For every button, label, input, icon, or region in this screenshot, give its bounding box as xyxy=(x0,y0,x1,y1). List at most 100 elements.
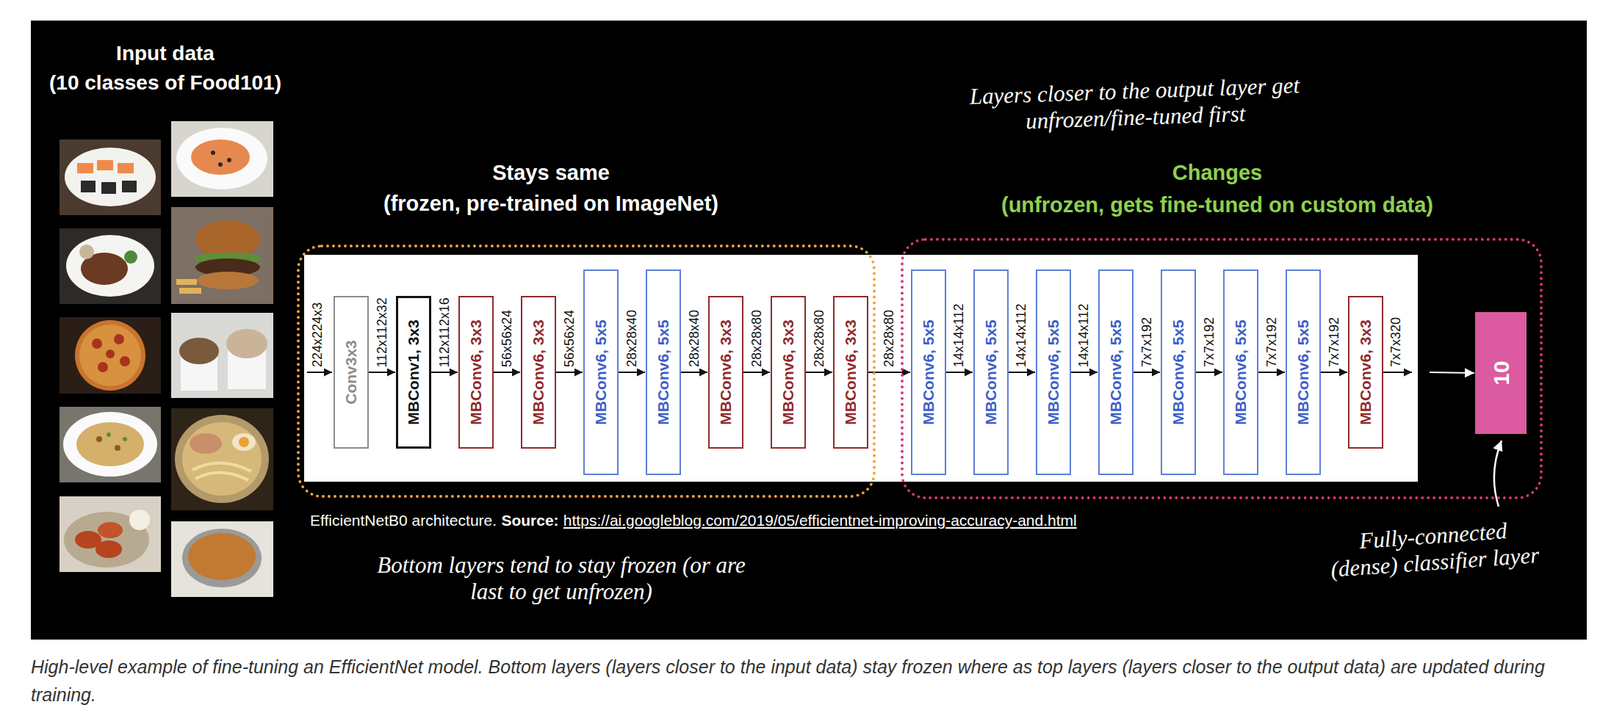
illustration-shape xyxy=(174,415,269,504)
layer-label: MBConv6, 5x5 xyxy=(919,319,937,426)
dimension-label: 112x112x16 xyxy=(437,297,453,368)
connector xyxy=(1133,372,1160,374)
layer-box: MBConv6, 5x5 xyxy=(910,269,947,476)
illustration-shape xyxy=(113,334,125,345)
illustration-shape xyxy=(59,406,161,483)
illustration-shape xyxy=(119,356,131,367)
food-photo xyxy=(171,121,274,197)
illustration-shape xyxy=(76,422,144,467)
heading: (10 classes of Food101) xyxy=(18,70,313,96)
illustration-shape xyxy=(196,271,259,290)
connector xyxy=(1258,372,1285,374)
layer-label: MBConv6, 3x3 xyxy=(841,319,859,426)
illustration-shape xyxy=(59,496,161,573)
illustration-shape xyxy=(91,338,103,349)
illustration-shape xyxy=(179,287,202,294)
dimension-label: 7x7x192 xyxy=(1327,317,1343,368)
dimension-label: 28x28x40 xyxy=(625,310,640,368)
input-arrow xyxy=(307,371,333,374)
illustration-shape xyxy=(188,533,256,581)
illustration-shape xyxy=(171,521,274,598)
illustration-shape xyxy=(171,207,274,305)
layer-label: MBConv6, 5x5 xyxy=(982,319,1000,426)
layer-box: MBConv6, 3x3 xyxy=(1348,296,1384,449)
layer-label: MBConv6, 5x5 xyxy=(654,319,672,426)
illustration-shape xyxy=(191,139,250,175)
dimension-label: 7x7x192 xyxy=(1202,317,1218,368)
region-heading: (frozen, pre-trained on ImageNet) xyxy=(293,191,809,217)
layer-box: MBConv6, 3x3 xyxy=(708,296,744,449)
caption: High-level example of fine-tuning an Eff… xyxy=(30,653,1567,709)
illustration-shape xyxy=(96,436,103,443)
illustration-shape xyxy=(122,437,128,442)
food-photo xyxy=(59,406,161,483)
layer-label: MBConv6, 5x5 xyxy=(1294,319,1312,426)
dimension-label: 28x28x80 xyxy=(750,310,765,368)
fine-tune-region: Changes(unfrozen, gets fine-tuned on cus… xyxy=(900,238,1543,500)
connector xyxy=(805,372,833,374)
illustration-shape xyxy=(97,362,108,373)
layer-label: 10 xyxy=(1489,360,1514,385)
illustration-shape xyxy=(79,324,142,387)
illustration-shape xyxy=(64,147,156,207)
layer-label: MBConv1, 3x3 xyxy=(404,319,422,426)
illustration-shape xyxy=(232,433,256,452)
layer-box: MBConv6, 5x5 xyxy=(1098,269,1134,476)
food-photo xyxy=(171,521,274,598)
dimension-label: 224x224x3 xyxy=(310,302,326,368)
layer-box: Conv3x3 xyxy=(333,296,369,449)
layer-label: MBConv6, 5x5 xyxy=(1107,319,1124,426)
connector xyxy=(680,372,708,374)
layer-label: MBConv6, 3x3 xyxy=(716,319,734,426)
illustration-shape xyxy=(59,139,161,216)
illustration-shape xyxy=(95,540,122,559)
connector-line xyxy=(1195,371,1223,374)
illustration-shape xyxy=(129,509,150,531)
region-heading: Stays same xyxy=(293,160,809,186)
architecture-panel xyxy=(304,254,1418,482)
region-heading: (unfrozen, gets fine-tuned on custom dat… xyxy=(923,192,1512,219)
dimension-label: 7x7x192 xyxy=(1265,317,1280,368)
connector xyxy=(556,372,583,374)
layer-box: MBConv6, 5x5 xyxy=(1035,269,1072,476)
connector xyxy=(368,372,396,374)
dimension-label: 28x28x80 xyxy=(882,310,897,368)
connector xyxy=(1195,372,1223,374)
food-photo xyxy=(171,312,274,399)
food-photo xyxy=(59,496,161,573)
illustration-shape xyxy=(189,433,222,454)
classifier-box: 10 xyxy=(1475,312,1527,435)
layer-box: MBConv6, 5x5 xyxy=(1160,269,1196,476)
illustration-shape xyxy=(238,437,250,448)
illustration-shape xyxy=(176,127,268,190)
connector-line xyxy=(1008,371,1036,374)
illustration-shape xyxy=(179,337,219,365)
layer-box: MBConv6, 5x5 xyxy=(1223,269,1259,476)
connector-line xyxy=(618,371,645,374)
layer-label: MBConv6, 3x3 xyxy=(779,319,797,426)
connector-line xyxy=(493,371,521,374)
connector xyxy=(946,372,973,374)
layer-box: MBConv6, 5x5 xyxy=(973,269,1009,476)
connector xyxy=(1071,372,1098,374)
illustration-shape xyxy=(218,162,223,167)
connector-line xyxy=(431,371,458,374)
illustration-shape xyxy=(97,522,123,539)
dimension-label: 14x14x112 xyxy=(1076,303,1092,368)
layer-label: MBConv6, 3x3 xyxy=(529,319,547,426)
food-photo xyxy=(59,228,161,305)
layer-label: MBConv6, 3x3 xyxy=(467,319,485,426)
layer-label: MBConv6, 3x3 xyxy=(1356,319,1374,426)
connector xyxy=(493,372,521,374)
connector-line xyxy=(1071,371,1098,374)
connector xyxy=(618,372,645,374)
dimension-label: 7x7x192 xyxy=(1140,317,1155,368)
dark-panel xyxy=(30,20,1587,640)
illustration-shape xyxy=(182,528,262,588)
layer-box: MBConv6, 5x5 xyxy=(1285,269,1321,476)
illustration-shape xyxy=(106,432,111,438)
connector-line xyxy=(680,371,708,374)
layer-box: MBConv6, 3x3 xyxy=(833,296,869,449)
illustration-shape xyxy=(210,150,216,156)
